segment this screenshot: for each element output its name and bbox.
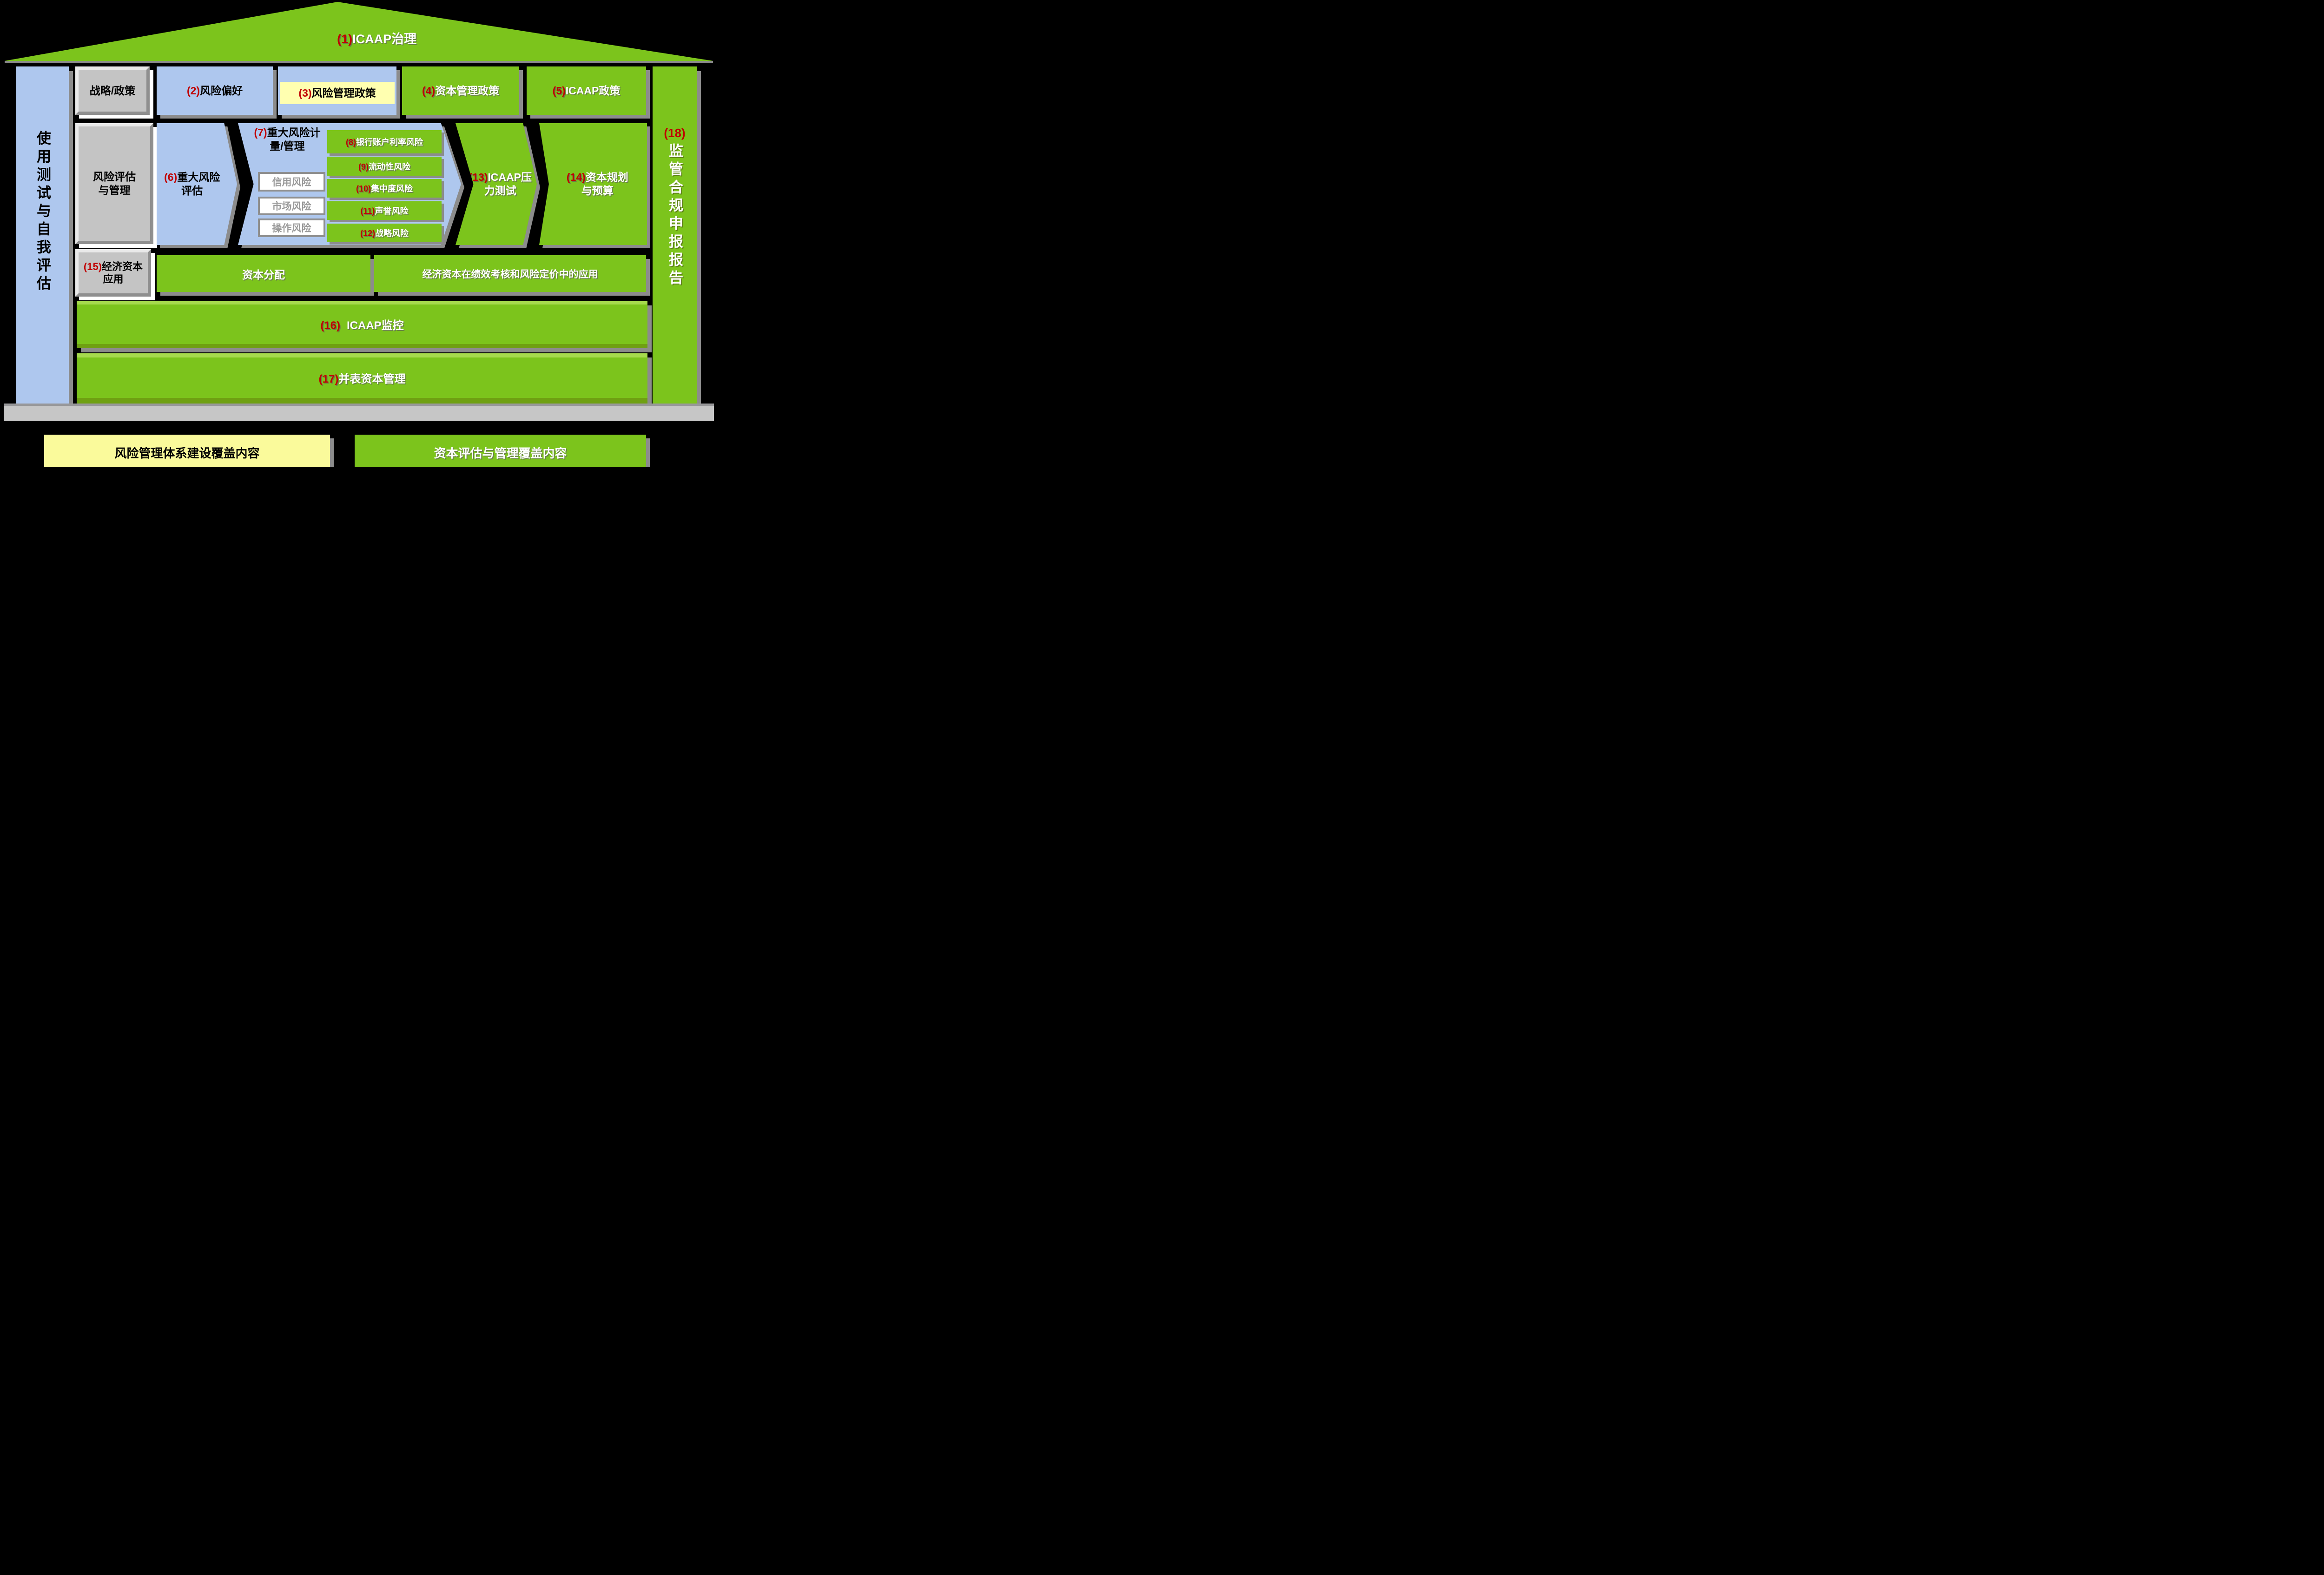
capital-allocation-label: 资本分配: [242, 268, 285, 281]
use-test-self-assessment-bar: 使用测试与自我评估: [16, 66, 69, 404]
icaap-stress-test-arrow: (13)ICAAP压力测试: [456, 123, 537, 245]
roof-label-text: ICAAP治理: [352, 32, 417, 46]
capital-planning-budget-shape: (14)资本规划与预算: [539, 123, 647, 245]
major-risk-assessment-shape: (6)重大风险评估: [157, 123, 237, 245]
economic-capital-application-title: (15)经济资本应用: [83, 260, 143, 285]
legend-risk-management-system: 风险管理体系建设覆盖内容: [44, 435, 330, 467]
reputation-risk-box: (11)声誉风险: [327, 201, 442, 220]
roof-base-shadow: [5, 61, 713, 63]
strategy-policy-label: 战略/政策: [89, 84, 136, 97]
floor-base: [4, 404, 714, 421]
capital-allocation-box: 资本分配: [157, 255, 370, 292]
credit-risk-label: 信用风险: [272, 177, 311, 188]
risk-assessment-management-label: 风险评估与管理: [93, 171, 136, 196]
icaap-framework-diagram: (1)ICAAP治理 使用测试与自我评估 (18) 监管合规申报报告 战略/政策…: [0, 0, 718, 467]
economic-capital-performance-pricing-label: 经济资本在绩效考核和风险定价中的应用: [422, 269, 598, 280]
risk-measurement-shape: (7)重大风险计量/管理 信用风险 市场风险 操作风险 (8)银行账户利率风险 …: [238, 123, 461, 245]
consolidated-capital-management-text: (17)并表资本管理: [318, 373, 406, 385]
economic-capital-application-box: (15)经济资本应用: [75, 249, 151, 297]
risk-appetite-text: (2)风险偏好: [186, 84, 243, 97]
risk-management-policy-highlight: (3)风险管理政策: [280, 82, 395, 105]
icaap-policy-text: (5)ICAAP政策: [552, 84, 621, 97]
major-risk-assessment-arrow: (6)重大风险评估: [157, 123, 237, 245]
use-test-self-assessment-label: 使用测试与自我评估: [34, 131, 51, 294]
strategy-policy-box: 战略/政策: [75, 66, 150, 115]
risk-management-policy-box: (3)风险管理政策: [278, 66, 396, 115]
market-risk-box: 市场风险: [258, 197, 325, 215]
capital-management-policy-box: (4)资本管理政策: [402, 66, 519, 115]
operational-risk-label: 操作风险: [272, 223, 311, 234]
capital-planning-budget-text: (14)资本规划与预算: [566, 171, 628, 197]
credit-risk-box: 信用风险: [258, 172, 325, 192]
supervisory-reporting-number: (18): [664, 126, 686, 140]
risk-measurement-title: (7)重大风险计量/管理: [254, 126, 321, 152]
supervisory-reporting-label: 监管合规申报报告: [667, 143, 683, 288]
market-risk-label: 市场风险: [272, 201, 311, 212]
risk-measurement-panel: (7)重大风险计量/管理 信用风险 市场风险 操作风险 (8)银行账户利率风险 …: [238, 123, 461, 245]
risk-appetite-box: (2)风险偏好: [157, 66, 273, 115]
strategic-risk-text: (12)战略风险: [360, 229, 409, 238]
roof: [5, 2, 713, 61]
roof-title: (1)ICAAP治理: [0, 29, 718, 47]
consolidated-capital-management-bar: (17)并表资本管理: [77, 353, 647, 404]
icaap-stress-test-text: (13)ICAAP压力测试: [469, 171, 532, 197]
icaap-stress-test-shape: (13)ICAAP压力测试: [456, 123, 537, 245]
legend-capital-assessment-management: 资本评估与管理覆盖内容: [355, 435, 646, 467]
icaap-monitoring-bar: (16)ICAAP监控: [77, 301, 647, 348]
liquidity-risk-box: (9)流动性风险: [327, 157, 442, 176]
liquidity-risk-text: (9)流动性风险: [358, 162, 410, 172]
reputation-risk-text: (11)声誉风险: [360, 206, 409, 216]
concentration-risk-box: (10)集中度风险: [327, 179, 442, 198]
icaap-policy-box: (5)ICAAP政策: [527, 66, 646, 115]
banking-book-rate-risk-box: (8)银行账户利率风险: [327, 130, 442, 153]
legend-risk-management-system-label: 风险管理体系建设覆盖内容: [114, 446, 260, 460]
capital-management-policy-text: (4)资本管理政策: [422, 84, 500, 97]
legend-capital-assessment-management-label: 资本评估与管理覆盖内容: [434, 446, 567, 460]
banking-book-rate-risk-text: (8)银行账户利率风险: [346, 138, 423, 147]
risk-assessment-management-box: 风险评估与管理: [75, 123, 153, 244]
strategic-risk-box: (12)战略风险: [327, 224, 442, 242]
risk-management-policy-text: (3)风险管理政策: [298, 86, 376, 99]
capital-planning-budget-arrow: (14)资本规划与预算: [539, 123, 647, 245]
icaap-monitoring-text: (16)ICAAP监控: [320, 319, 404, 332]
major-risk-assessment-text: (6)重大风险评估: [164, 171, 220, 197]
supervisory-reporting-bar: (18) 监管合规申报报告: [653, 66, 697, 404]
roof-number: (1): [337, 32, 353, 46]
concentration-risk-text: (10)集中度风险: [356, 184, 413, 193]
operational-risk-box: 操作风险: [258, 218, 325, 237]
economic-capital-performance-pricing-box: 经济资本在绩效考核和风险定价中的应用: [374, 255, 646, 292]
